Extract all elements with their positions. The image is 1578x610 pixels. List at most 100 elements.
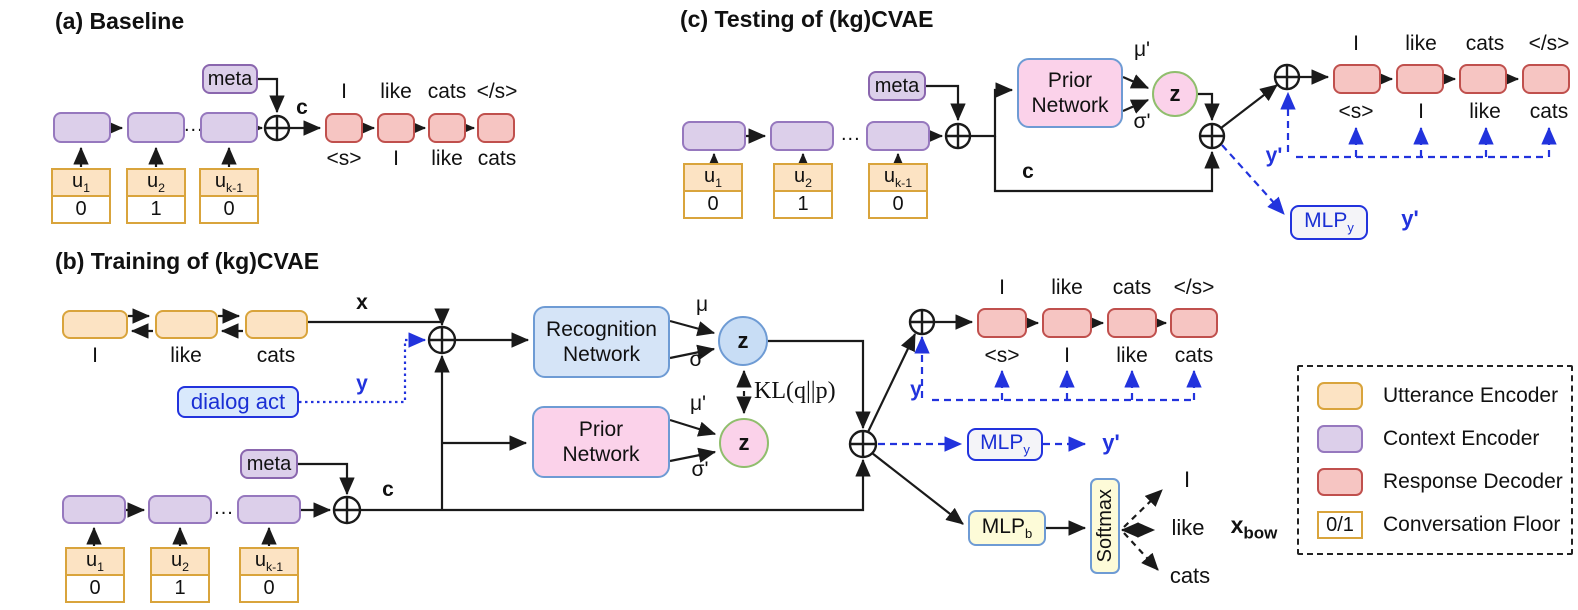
utterance-encoder-swatch <box>1317 382 1363 410</box>
utterance-token-box: u2 <box>126 168 186 197</box>
conversation-floor-swatch: 0/1 <box>1317 511 1363 539</box>
context-encoder-box <box>770 121 834 151</box>
utterance-stack: u1 0 <box>51 168 111 224</box>
decoder-output-word: like <box>1405 32 1437 55</box>
context-encoder-box <box>200 112 258 143</box>
y-prime-output-label: y' <box>1401 206 1419 231</box>
latent-z-prior: z <box>1152 71 1198 117</box>
response-decoder-swatch <box>1317 468 1363 496</box>
ellipsis: ... <box>184 114 204 136</box>
decoder-output-word: </s> <box>1528 32 1570 55</box>
context-encoder-box <box>866 121 930 151</box>
mu-label: μ <box>695 293 709 316</box>
utterance-stack: u1 0 <box>65 547 125 603</box>
utterance-stack: u2 1 <box>773 163 833 219</box>
decoder-input-word: I <box>1064 344 1070 367</box>
response-decoder-box <box>1042 308 1092 338</box>
legend-label: Context Encoder <box>1383 427 1540 451</box>
legend-label: Response Decoder <box>1383 470 1563 494</box>
panel-a-title: (a) Baseline <box>55 8 185 34</box>
utterance-stack: uk-1 0 <box>239 547 299 603</box>
panel-a-lines <box>73 77 476 167</box>
decoder-output-word: cats <box>427 80 467 103</box>
response-decoder-box <box>325 113 363 143</box>
utterance-token-box: u2 <box>150 547 210 576</box>
context-encoder-swatch <box>1317 425 1363 453</box>
context-encoder-box <box>53 112 111 143</box>
sum-node <box>848 429 878 459</box>
bow-word: cats <box>1169 563 1211 588</box>
prior-network-box: Prior Network <box>532 406 670 478</box>
context-encoder-box <box>237 495 301 524</box>
mu-prime-label: μ' <box>1133 38 1151 61</box>
meta-box: meta <box>868 71 926 101</box>
sum-node <box>908 308 936 336</box>
context-vector-label: c <box>382 478 394 501</box>
conversation-floor-box: 1 <box>126 194 186 224</box>
utterance-stack: u1 0 <box>683 163 743 219</box>
x-vector-label: x <box>356 291 368 314</box>
response-decoder-box <box>1522 64 1570 94</box>
conversation-floor-box: 0 <box>239 573 299 603</box>
latent-z-posterior: z <box>718 316 768 366</box>
decoder-output-word: cats <box>1112 276 1152 299</box>
decoder-input-word: I <box>393 147 399 170</box>
panel-b-lines <box>86 308 1168 546</box>
legend-label: Conversation Floor <box>1383 513 1561 537</box>
sum-nodes <box>263 63 1301 525</box>
ellipsis: ... <box>841 123 861 145</box>
response-decoder-box <box>1333 64 1381 94</box>
utterance-token-box: u1 <box>683 163 743 192</box>
response-word: cats <box>256 344 296 367</box>
response-decoder-box <box>377 113 415 143</box>
utterance-encoder-box <box>155 310 218 339</box>
sigma-prime-label: σ' <box>691 458 709 481</box>
sum-node <box>1273 63 1301 91</box>
utterance-token-box: u2 <box>773 163 833 192</box>
legend-item: Context Encoder <box>1317 425 1539 453</box>
panel-c-blue-dashed <box>1221 91 1557 215</box>
decoder-input-word: like <box>1469 100 1501 123</box>
decoder-output-word: </s> <box>1173 276 1215 299</box>
mu-prime-label: μ' <box>689 392 707 415</box>
decoder-input-word: like <box>1116 344 1148 367</box>
sum-node <box>944 122 972 150</box>
utterance-stack: uk-1 0 <box>868 163 928 219</box>
softmax-box: Softmax <box>1090 478 1120 574</box>
meta-box: meta <box>202 64 258 94</box>
utterance-stack: u2 1 <box>150 547 210 603</box>
context-vector-label: c <box>296 96 308 119</box>
sum-node <box>332 495 362 525</box>
conversation-floor-box: 1 <box>150 573 210 603</box>
response-decoder-box <box>1107 308 1157 338</box>
softmax-fan-dashed <box>1120 489 1163 571</box>
response-word: I <box>92 344 98 367</box>
sigma-prime-label: σ' <box>1133 110 1151 133</box>
context-encoder-box <box>62 495 126 524</box>
conversation-floor-box: 0 <box>65 573 125 603</box>
sigma-label: σ <box>689 348 703 371</box>
conversation-floor-box: 0 <box>51 194 111 224</box>
sum-node <box>263 114 291 142</box>
y-prime-output-label: y' <box>1102 430 1120 455</box>
context-vector-label: c <box>1022 160 1034 183</box>
decoder-output-word: like <box>1051 276 1083 299</box>
conversation-floor-box: 0 <box>683 189 743 219</box>
utterance-token-box: u1 <box>65 547 125 576</box>
decoder-input-word: cats <box>1529 100 1569 123</box>
latent-z-prior: z <box>719 418 769 468</box>
context-encoder-box <box>148 495 212 524</box>
y-feedback-label: y <box>910 378 922 401</box>
panel-b-title: (b) Training of (kg)CVAE <box>55 248 320 274</box>
legend-item: Utterance Encoder <box>1317 382 1558 410</box>
decoder-output-word: cats <box>1465 32 1505 55</box>
decoder-input-word: <s> <box>1338 100 1374 123</box>
decoder-input-word: <s> <box>326 147 362 170</box>
y-prime-feedback-label: y' <box>1265 144 1283 167</box>
sum-node <box>1198 122 1226 150</box>
utterance-encoder-box <box>62 310 128 339</box>
bow-word: I <box>1183 467 1191 492</box>
kl-divergence-label: KL(q||p) <box>754 378 836 404</box>
utterance-stack: uk-1 0 <box>199 168 259 224</box>
